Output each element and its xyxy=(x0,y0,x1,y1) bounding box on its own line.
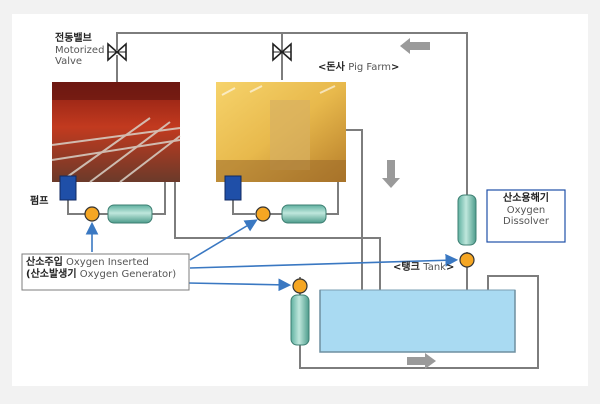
barn-photo-left xyxy=(51,82,181,183)
motorized-valve-label-ko: 전동밸브 xyxy=(55,33,92,44)
flow-arrow-icon xyxy=(400,38,430,54)
motorized-valve-label-en-1: Motorized xyxy=(55,44,105,56)
oxygen-generator-en: Oxygen Generator) xyxy=(79,268,177,280)
tank xyxy=(319,289,516,353)
oxygen-line-tank-filter xyxy=(187,278,292,292)
oxygen-inserted-en: Oxygen Inserted xyxy=(66,257,149,268)
filter-cylinder-icon xyxy=(107,204,153,224)
pig-farm-label-suffix: > xyxy=(391,62,400,73)
pump-label: 펌프 xyxy=(30,196,49,207)
oxygen-line-dissolver xyxy=(189,253,459,269)
barn-photo-right xyxy=(216,82,346,182)
tank-filter-cylinder xyxy=(290,294,310,346)
oxygen-joint-icon xyxy=(459,252,475,268)
tank-label: <탱크 Tank> xyxy=(393,262,454,274)
tank-label-ko: <탱크 xyxy=(393,262,424,273)
oxygen-joint-icon xyxy=(292,278,308,294)
pump-icon xyxy=(59,175,77,201)
dissolver-label-en-2: Dissolver xyxy=(503,216,549,227)
flow-arrow-icon xyxy=(382,160,400,188)
dissolver-label-en-1: Oxygen xyxy=(506,204,546,216)
pipe-network xyxy=(67,32,539,369)
pig-farm-label-ko: <돈사 xyxy=(318,62,349,73)
filter-cylinder-icon xyxy=(281,204,327,224)
valve-icon xyxy=(272,42,292,62)
oxygen-dissolver-cylinder xyxy=(457,194,477,246)
oxygen-joint-icon xyxy=(84,206,100,222)
oxygen-inserted-label: 산소주입 Oxygen Inserted (산소발생기 Oxygen Gener… xyxy=(26,257,176,280)
oxygen-generator-ko: (산소발생기 xyxy=(26,268,77,280)
oxygen-inserted-ko: 산소주입 xyxy=(26,257,63,268)
dissolver-label-ko: 산소용해기 xyxy=(503,193,549,204)
tank-label-suffix: > xyxy=(445,262,455,273)
tank-label-en: Tank xyxy=(423,262,446,273)
pump-icon xyxy=(224,175,242,201)
pig-farm-label-en: Pig Farm xyxy=(348,62,392,73)
oxygen-lines xyxy=(85,219,459,292)
motorized-valve-label-en-2: Valve xyxy=(55,56,83,67)
valve-icon xyxy=(107,42,127,62)
oxygen-joint-icon xyxy=(255,206,271,222)
motorized-valve-label: 전동밸브 Motorized Valve xyxy=(55,33,104,68)
oxygen-inserted-label-box xyxy=(21,253,190,291)
oxygen-line-right-pump xyxy=(189,219,258,261)
dissolver-label-box xyxy=(486,189,566,243)
flow-arrow-icon xyxy=(407,353,436,369)
oxygen-dissolver-label: 산소용해기 Oxygen Dissolver xyxy=(487,193,565,228)
pig-farm-label: <돈사 Pig Farm> xyxy=(318,62,399,74)
